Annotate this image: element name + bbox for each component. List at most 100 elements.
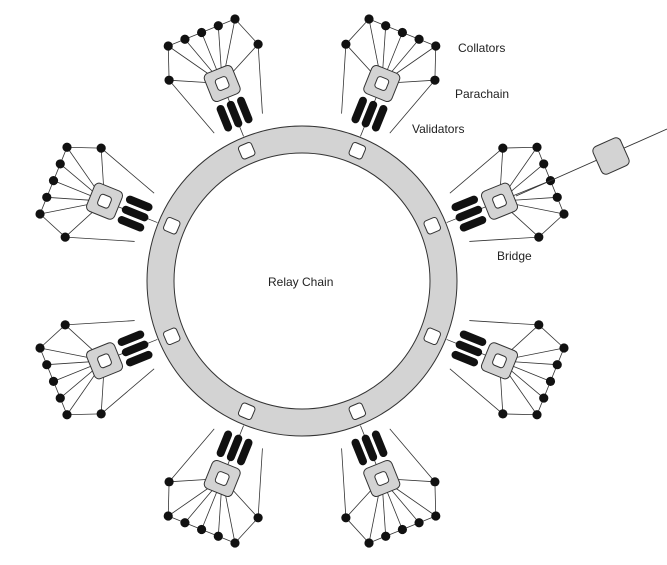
validator-pill (371, 104, 388, 132)
collator-node (60, 232, 70, 242)
collator-edge (66, 413, 102, 416)
fan-edge (168, 79, 215, 134)
relay-port-6 (163, 327, 181, 346)
parachain-group-8 (35, 142, 158, 242)
parachain-core (214, 471, 230, 486)
collator-node (539, 393, 549, 403)
collator-edge (502, 146, 538, 149)
collator-node (213, 21, 223, 31)
validator-pill (121, 205, 149, 222)
collator-edge (66, 146, 102, 149)
collator-node (534, 232, 544, 242)
collator-node (498, 409, 508, 419)
collator-node (42, 360, 52, 370)
collator-edge (538, 213, 565, 238)
collator-node (364, 14, 374, 24)
collator-node (532, 410, 542, 420)
collator-node (96, 409, 106, 419)
collator-node (42, 192, 52, 202)
collator-node (230, 14, 240, 24)
collator-edge (538, 324, 565, 349)
label-parachain: Parachain (455, 87, 509, 101)
collator-node (55, 159, 65, 169)
validator-pill (451, 195, 479, 212)
collator-node (163, 511, 173, 521)
collator-node (197, 524, 207, 535)
label-validators: Validators (412, 122, 464, 136)
fan-edge (65, 320, 135, 326)
collator-node (431, 511, 441, 521)
collator-node (534, 320, 544, 330)
collator-node (180, 34, 190, 44)
validator-pill (459, 330, 487, 346)
collator-node (253, 39, 263, 49)
validator-pill (226, 100, 243, 128)
collator-node (552, 192, 562, 202)
fan-edge (100, 147, 155, 194)
collator-node (414, 518, 424, 528)
collator-node (559, 209, 569, 219)
validator-pill (125, 195, 153, 212)
fan-edge (389, 428, 436, 483)
relay-port-7 (163, 216, 181, 235)
validator-pill (351, 438, 367, 466)
fan-edge (469, 236, 539, 242)
validator-pill (121, 340, 149, 357)
collator-node (559, 343, 569, 353)
bridge (515, 128, 667, 197)
collator-edge (345, 517, 370, 544)
fan-edge (449, 147, 504, 194)
validator-pill (455, 205, 483, 222)
collator-edge (345, 18, 370, 45)
collator-node (164, 477, 174, 487)
validator-pill (237, 438, 253, 466)
parachains (35, 14, 569, 548)
parachain-core (97, 193, 112, 209)
collator-node (35, 343, 45, 353)
collator-node (163, 41, 173, 51)
collator-edge (167, 45, 170, 81)
collator-node (414, 34, 424, 44)
relay-chain-ring (146, 125, 458, 437)
parachain-core (374, 471, 390, 486)
relay-port-1 (348, 142, 367, 160)
parachain-core (492, 193, 507, 209)
fan-edge (389, 79, 436, 134)
label-relay-chain: Relay Chain (268, 275, 333, 289)
collator-node (35, 209, 45, 219)
parachain-core (374, 76, 390, 91)
collator-node (431, 41, 441, 51)
fan-edge (100, 368, 155, 415)
validator-pill (459, 216, 487, 232)
validator-pill (226, 434, 243, 462)
collator-edge (502, 413, 538, 416)
validator-pill (361, 434, 378, 462)
collator-node (545, 376, 556, 386)
collator-node (164, 75, 174, 85)
parachain-group-6 (163, 425, 263, 548)
fan-edge (65, 236, 135, 242)
bridge-link (515, 128, 667, 197)
collator-node (430, 75, 440, 85)
parachain-group-5 (341, 425, 441, 548)
fan-edge (341, 448, 347, 518)
relay-chain-ports (163, 142, 441, 420)
validator-pill (216, 430, 233, 458)
fan-edge (341, 44, 347, 114)
collator-node (397, 27, 407, 38)
parachain-group-2 (341, 14, 441, 137)
collator-node (381, 531, 391, 541)
collator-node (55, 393, 65, 403)
parachain-group-4 (446, 320, 569, 420)
validator-pill (351, 96, 367, 124)
relay-port-3 (423, 327, 441, 346)
collator-node (341, 513, 351, 523)
collator-edge (39, 213, 66, 238)
validator-pill (455, 340, 483, 357)
collator-node (197, 27, 207, 38)
parachain-group-7 (35, 320, 158, 420)
parachain-core (97, 353, 112, 369)
validator-pill (371, 430, 388, 458)
relay-port-8 (237, 142, 256, 160)
